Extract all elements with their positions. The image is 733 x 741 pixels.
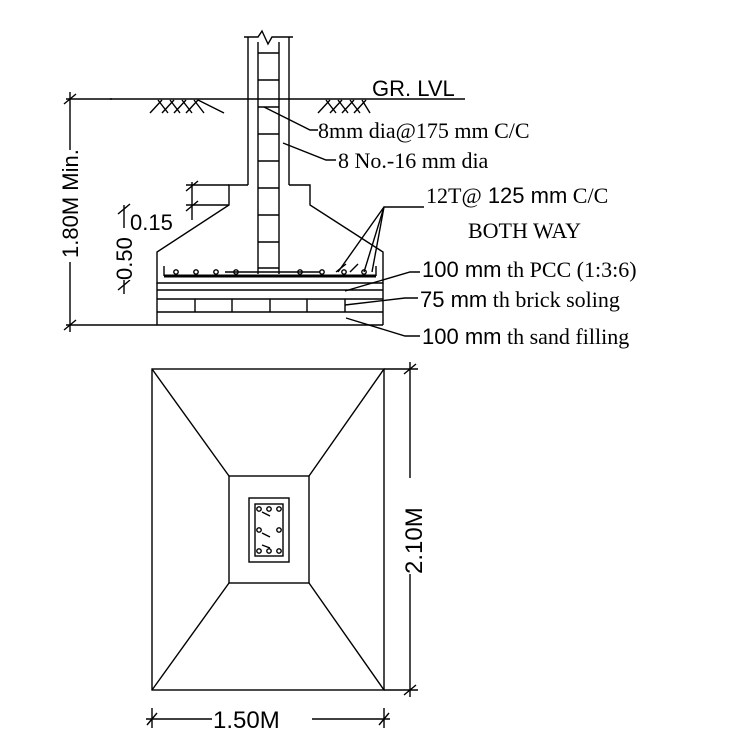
plan-slope-lines	[151, 368, 385, 691]
earth-hatch-left	[149, 99, 225, 114]
step-dim-label: 0.15	[130, 210, 173, 235]
depth-dim-label: 1.80M Min.	[58, 149, 83, 258]
base-layers	[156, 283, 384, 326]
footing-plan: 2.10M 1.50M	[146, 362, 428, 734]
width-dim-label: 1.50M	[213, 707, 280, 734]
earth-hatch-right	[317, 99, 371, 114]
length-dimension: 2.10M	[384, 362, 428, 697]
ground-level-label: GR. LVL	[372, 76, 455, 101]
step-dimension: 0.15	[130, 180, 229, 235]
mesh-label-line2: BOTH WAY	[468, 218, 581, 243]
leader-lines	[263, 106, 424, 337]
pcc-label: 100 mm th PCC (1:3:6)	[422, 257, 637, 282]
mesh-label-line1: 12T@ 125 mm C/C	[426, 183, 608, 208]
footing-dim-label: 0.50	[112, 237, 137, 280]
footing-outline	[156, 184, 384, 284]
footing-height-dimension: 0.50	[112, 203, 137, 294]
width-dimension: 1.50M	[146, 705, 390, 734]
soling-label: 75 mm th brick soling	[420, 287, 620, 312]
bottom-mesh	[163, 263, 377, 278]
footing-section: GR. LVL	[58, 29, 637, 349]
sand-label: 100 mm th sand filling	[422, 324, 629, 349]
plan-outer	[151, 368, 385, 691]
length-dim-label: 2.10M	[401, 507, 428, 574]
plan-column	[248, 497, 290, 563]
depth-dimension: 1.80M Min.	[58, 92, 157, 332]
main-bars-label: 8 No.-16 mm dia	[338, 148, 489, 173]
ties-label: 8mm dia@175 mm C/C	[318, 118, 530, 143]
plan-inner	[228, 475, 310, 584]
column	[244, 29, 293, 274]
